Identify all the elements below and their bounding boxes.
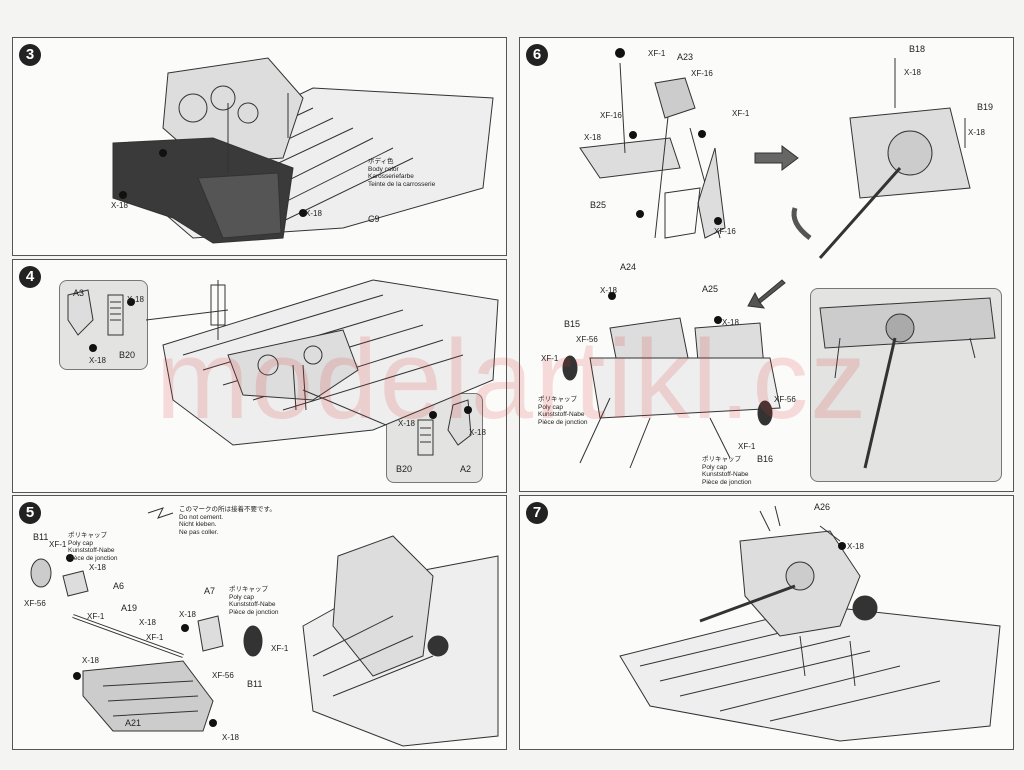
paint-x18-label: X-18 (398, 419, 415, 428)
polycap-note: ポリキャップ Poly cap Kunststoff-Nabe Pièce de… (538, 396, 588, 426)
part-b11-label: B11 (33, 532, 49, 542)
note-fr: Pièce de jonction (229, 608, 279, 616)
part-c9-label: C9 (368, 214, 380, 224)
paint-x18-label: X-18 (904, 68, 921, 77)
note-jp: ポリキャップ (538, 396, 577, 403)
step-3-number: 3 (19, 44, 41, 66)
part-a26-label: A26 (814, 502, 831, 512)
note-en: Poly cap (538, 403, 563, 411)
paint-x18-label: X-18 (82, 656, 99, 665)
paint-x18-label: X-18 (584, 133, 601, 142)
part-a2-label: A2 (460, 464, 472, 474)
note-en: Poly cap (229, 593, 254, 601)
note-de: Kunststoff-Nabe (702, 471, 749, 478)
note-jp: ボディ色 (368, 158, 394, 165)
paint-xf1-label: XF-1 (648, 49, 666, 58)
part-b20-label: B20 (396, 464, 413, 474)
polycap-note: ポリキャップ Poly cap Kunststoff-Nabe Pièce de… (229, 586, 279, 616)
note-jp: ポリキャップ (229, 586, 268, 593)
paint-x18-label: X-18 (722, 318, 739, 327)
part-b20-label: B20 (119, 350, 136, 360)
step-4-panel: 4 A3 X-18 X-18 B20 X-18 X-18 B20 A2 (12, 259, 507, 493)
paint-x18-label: X-18 (600, 286, 617, 295)
part-b19-label: B19 (977, 102, 994, 112)
paint-x18-label: X-18 (89, 563, 106, 572)
note-jp: このマークの所は接着不要です。 (179, 506, 276, 513)
step-4-drawing (67, 279, 499, 456)
paint-x18-label: X-18 (179, 610, 196, 619)
paint-xf1-label: XF-1 (87, 612, 105, 621)
part-a3-label: A3 (73, 288, 85, 298)
paint-x18-label: X-18 (111, 201, 128, 210)
step-6-number: 6 (526, 44, 548, 66)
note-jp: ポリキャップ (68, 532, 107, 539)
note-de: Kunststoff-Nabe (68, 547, 115, 554)
step-6-panel: 6 XF-1 A23 XF-16 (519, 37, 1014, 492)
paint-x18-label: X-18 (139, 618, 156, 627)
note-fr: Pièce de jonction (702, 478, 752, 486)
part-a7-label: A7 (204, 586, 216, 596)
note-de: Kunststoff-Nabe (229, 601, 276, 608)
paint-xf1-label: XF-1 (732, 109, 750, 118)
paint-x18-label: X-18 (222, 733, 239, 742)
note-en: Poly cap (702, 463, 727, 471)
step-5-number: 5 (19, 502, 41, 524)
paint-xf56-label: XF-56 (576, 335, 598, 344)
note-fr: Pièce de jonction (68, 554, 118, 562)
paint-xf1-label: XF-1 (541, 354, 559, 363)
paint-xf1-label: XF-1 (738, 442, 756, 451)
paint-xf16-label: XF-16 (600, 111, 622, 120)
part-b15-label: B15 (564, 319, 581, 329)
paint-x18-label: X-18 (127, 295, 144, 304)
part-b11-label: B11 (247, 679, 263, 689)
step-3-drawing (112, 57, 494, 244)
paint-x18-label: X-18 (847, 542, 864, 551)
polycap-note: ポリキャップ Poly cap Kunststoff-Nabe Pièce de… (68, 532, 118, 562)
step-4-number: 4 (19, 266, 41, 288)
part-a24-label: A24 (620, 262, 637, 272)
step-5-panel: 5 B11 XF-1 ポリキャップ Poly cap Kunststoff-Na… (12, 495, 507, 750)
paint-xf56-label: XF-56 (774, 395, 796, 404)
paint-xf56-label: XF-56 (24, 599, 46, 608)
note-en: Poly cap (68, 539, 93, 547)
part-b16-label: B16 (757, 454, 774, 464)
paint-x18-label: X-18 (305, 209, 322, 218)
part-a21-label: A21 (125, 718, 142, 728)
paint-xf1-label: XF-1 (271, 644, 289, 653)
paint-x18-label: X-18 (469, 428, 486, 437)
note-fr: Ne pas coller. (179, 528, 219, 536)
part-a25-label: A25 (702, 284, 719, 294)
step-7-drawing (619, 505, 1001, 742)
note-de: Nicht kleben. (179, 521, 217, 528)
part-a23-label: A23 (677, 52, 694, 62)
do-not-cement-note: このマークの所は接着不要です。 Do not cement. Nicht kle… (179, 506, 276, 536)
note-de: Kunststoff-Nabe (538, 411, 585, 418)
paint-xf16-label: XF-16 (691, 69, 713, 78)
paint-x18-label: X-18 (968, 128, 985, 137)
part-a19-label: A19 (121, 603, 138, 613)
part-a6-label: A6 (113, 581, 125, 591)
paint-xf1-label: XF-1 (49, 540, 67, 549)
paint-xf16-label: XF-16 (714, 227, 736, 236)
note-fr: Teinte de la carrosserie (368, 180, 436, 188)
note-de: Karosseriefarbe (368, 173, 414, 180)
paint-xf56-label: XF-56 (212, 671, 234, 680)
step-7-number: 7 (526, 502, 548, 524)
step-3-panel: 3 C9 X-18 X-18 ボディ色 Body color Karosseri… (12, 37, 507, 256)
step-5-drawing (30, 507, 499, 747)
note-fr: Pièce de jonction (538, 418, 588, 426)
paint-xf1-label: XF-1 (146, 633, 164, 642)
step-6-drawing (562, 48, 996, 469)
part-b18-label: B18 (909, 44, 926, 54)
step-7-panel: 7 A26 X-18 (519, 495, 1014, 750)
part-b25-label: B25 (590, 200, 607, 210)
polycap-note: ポリキャップ Poly cap Kunststoff-Nabe Pièce de… (702, 456, 752, 486)
body-color-note: ボディ色 Body color Karosseriefarbe Teinte d… (368, 158, 435, 188)
paint-x18-label: X-18 (89, 356, 106, 365)
note-en: Body color (368, 165, 399, 173)
note-en: Do not cement. (179, 513, 224, 521)
note-jp: ポリキャップ (702, 456, 741, 463)
